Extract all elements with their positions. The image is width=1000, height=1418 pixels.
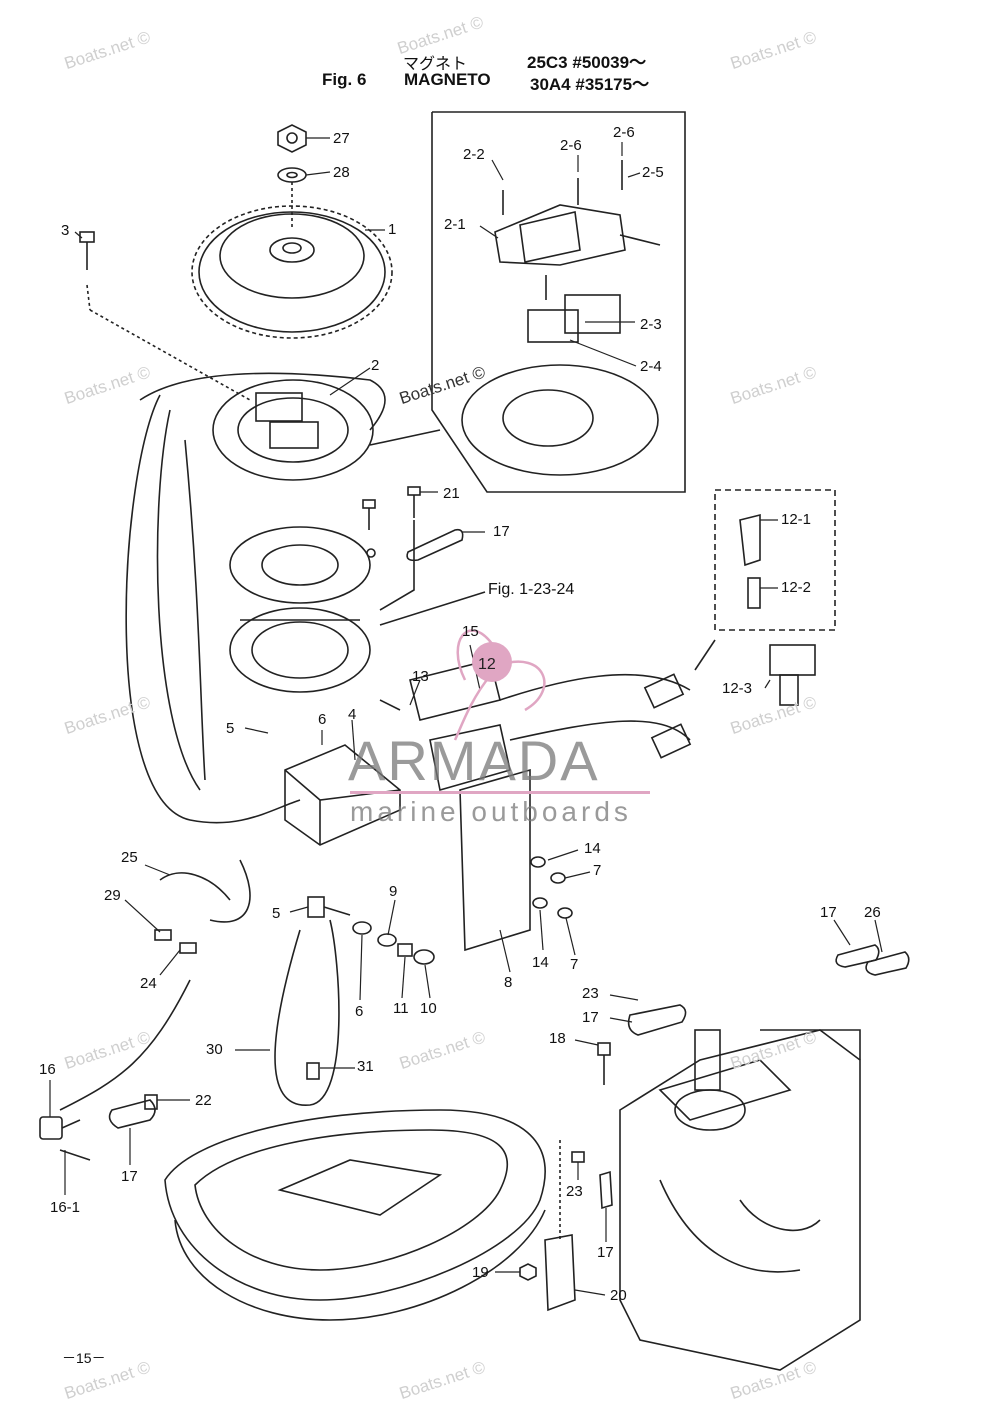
callout-22: 22 [195, 1092, 212, 1109]
callout-17-left: 17 [121, 1168, 138, 1185]
wire-30 [274, 919, 340, 1106]
callout-16: 16 [39, 1061, 56, 1078]
nut-27 [277, 124, 307, 153]
callout-7-upper: 7 [593, 862, 602, 879]
screw-stud [362, 499, 376, 558]
callout-17-mid: 17 [582, 1009, 599, 1026]
japanese-title: マグネト [403, 54, 468, 73]
callout-5-lower: 5 [272, 905, 281, 922]
callout-12-2: 12-2 [781, 579, 812, 596]
callout-3: 3 [61, 222, 70, 239]
callout-9: 9 [389, 883, 398, 900]
callout-2-5: 2-5 [642, 164, 664, 181]
callout-23-lower: 23 [566, 1183, 583, 1200]
callout-26: 26 [864, 904, 881, 921]
callout-30: 30 [206, 1041, 223, 1058]
callout-12-3: 12-3 [722, 680, 753, 697]
callout-27: 27 [333, 130, 350, 147]
callout-23-upper: 23 [582, 985, 599, 1002]
callout-28: 28 [333, 164, 350, 181]
wire-harness [125, 394, 301, 824]
callout-25: 25 [121, 849, 138, 866]
callout-11: 11 [393, 1000, 409, 1017]
screw-21 [407, 486, 421, 518]
callout-20: 20 [610, 1287, 627, 1304]
callout-6-lower: 6 [355, 1003, 364, 1020]
callout-10: 10 [420, 1000, 437, 1017]
page-number: －15－ [62, 1350, 106, 1366]
armada-logo-propeller [453, 629, 546, 741]
callout-14-lower: 14 [532, 954, 549, 971]
pulser-plate [229, 526, 371, 693]
callout-2: 2 [371, 357, 380, 374]
brand-tagline: marine outboards [350, 796, 632, 827]
callout-29: 29 [104, 887, 121, 904]
model-a: 25C3 #50039～ [527, 53, 647, 72]
bracket-8 [459, 768, 531, 952]
callout-17-right: 17 [820, 904, 837, 921]
callout-17-top: 17 [493, 523, 510, 540]
plug-cap [739, 513, 816, 706]
callout-6-upper: 6 [318, 711, 327, 728]
callout-7-lower: 7 [570, 956, 579, 973]
callout-2-4: 2-4 [640, 358, 662, 375]
bolt-5-lower [307, 896, 435, 965]
callout-2-3: 2-3 [640, 316, 662, 333]
engine-block [619, 1029, 861, 1371]
callout-31: 31 [357, 1058, 374, 1075]
washer-28 [277, 167, 307, 183]
callout-12-1: 12-1 [781, 511, 812, 528]
callout-5-upper: 5 [226, 720, 235, 737]
callout-14-upper: 14 [584, 840, 601, 857]
callout-24: 24 [140, 975, 157, 992]
model-b: 30A4 #35175～ [530, 75, 650, 94]
callout-1: 1 [388, 221, 397, 238]
callout-16-1: 16-1 [50, 1199, 81, 1216]
callout-8: 8 [504, 974, 513, 991]
flywheel-1 [191, 205, 393, 339]
callout-21: 21 [443, 485, 460, 502]
callout-17-bottom: 17 [597, 1244, 614, 1261]
callout-2-2: 2-2 [463, 146, 485, 163]
callout-4: 4 [348, 706, 357, 723]
callout-2-1: 2-1 [444, 216, 466, 233]
brand-divider [350, 791, 650, 794]
callout-18: 18 [549, 1030, 566, 1047]
callout-2-6-a: 2-6 [560, 137, 582, 154]
inset-stator-assembly [369, 160, 661, 476]
callout-15: 15 [462, 623, 479, 640]
callout-13: 13 [412, 668, 429, 685]
inset-box [431, 111, 686, 493]
figure-label: Fig. 6 [322, 70, 367, 89]
dashed-box [714, 489, 836, 631]
stator-base-2 [139, 372, 386, 481]
bracket-20 [544, 1234, 576, 1312]
brand-name: ARMADA [348, 729, 600, 792]
ground-strap-17 [406, 528, 464, 562]
ignition-coil [379, 659, 692, 792]
logo-number: 12 [478, 656, 496, 673]
callout-2-6-b: 2-6 [613, 124, 635, 141]
figure-reference: Fig. 1-23-24 [488, 581, 575, 598]
callout-19: 19 [472, 1264, 489, 1281]
bottom-cowling [164, 1109, 546, 1321]
figure-title: MAGNETO [404, 70, 491, 89]
